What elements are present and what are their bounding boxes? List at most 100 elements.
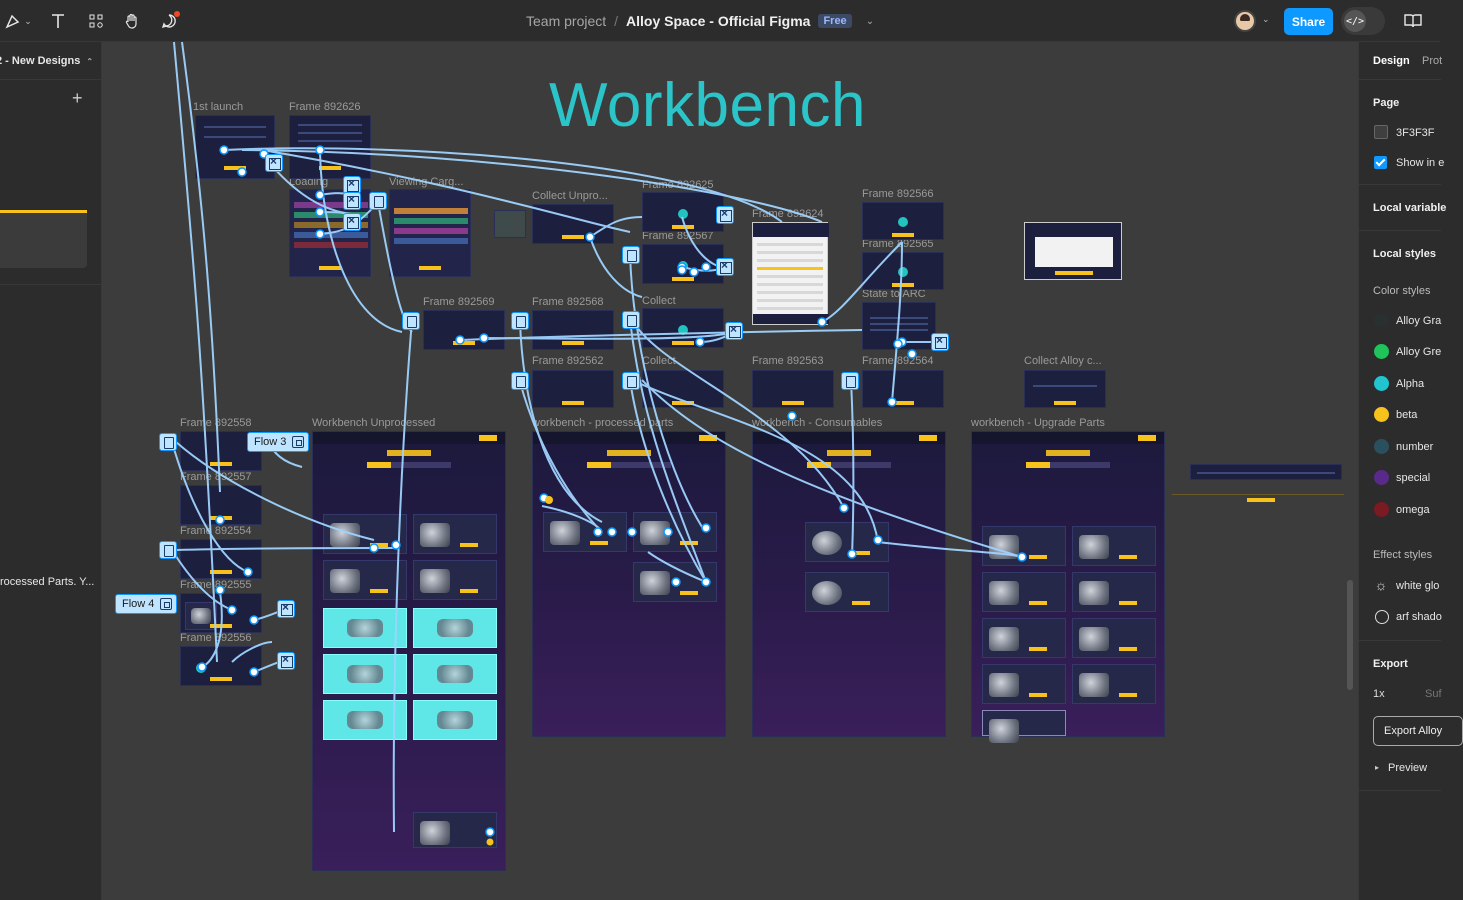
frame-label[interactable]: State to ARC <box>862 288 926 300</box>
selected-page-item[interactable] <box>0 210 87 268</box>
file-name[interactable]: Alloy Space - Official Figma <box>626 13 811 29</box>
show-in-exports-checkbox[interactable] <box>1374 156 1387 169</box>
dev-mode-toggle[interactable]: </> <box>1341 7 1385 35</box>
chevron-down-icon[interactable]: ⌄ <box>1262 14 1270 24</box>
frame-label[interactable]: Frame 892565 <box>862 238 934 250</box>
frame-thumbnail[interactable] <box>642 192 724 232</box>
color-style-swatch[interactable] <box>1374 470 1389 485</box>
hand-tool-button[interactable] <box>118 7 146 35</box>
frame-label[interactable]: 1st launch <box>193 101 244 113</box>
interaction-icon[interactable] <box>622 246 640 264</box>
interaction-icon[interactable] <box>159 541 177 559</box>
close-overlay-icon[interactable] <box>265 154 283 172</box>
frame-label[interactable]: Frame 892554 <box>180 525 252 537</box>
interaction-icon[interactable] <box>841 372 859 390</box>
effect-style-name[interactable]: white glo <box>1396 580 1440 592</box>
effect-style-name[interactable]: arf shado <box>1396 611 1442 623</box>
color-style-name[interactable]: special <box>1396 472 1431 484</box>
close-overlay-icon[interactable] <box>343 192 361 210</box>
interaction-icon[interactable] <box>159 433 177 451</box>
frame-thumbnail[interactable] <box>862 252 944 290</box>
frame-label[interactable]: Frame 892562 <box>532 355 604 367</box>
interaction-icon[interactable] <box>511 372 529 390</box>
frame-thumbnail[interactable] <box>389 189 471 277</box>
frame-label[interactable]: Frame 892563 <box>752 355 824 367</box>
frame-thumbnail[interactable] <box>862 370 944 408</box>
color-style-swatch[interactable] <box>1374 439 1389 454</box>
interaction-icon[interactable] <box>511 312 529 330</box>
frame-label[interactable]: workbench - Consumables <box>752 417 883 429</box>
frame-thumbnail[interactable] <box>642 244 724 284</box>
page-color-swatch[interactable] <box>1374 125 1388 139</box>
color-style-swatch[interactable] <box>1374 344 1389 359</box>
frame-thumbnail[interactable] <box>1190 464 1342 480</box>
local-variables-button[interactable]: Local variable <box>1373 202 1447 214</box>
frame-thumbnail[interactable] <box>195 115 275 179</box>
frame-label[interactable]: Frame 892625 <box>642 179 714 191</box>
workbench-unprocessed-screen[interactable] <box>312 431 506 871</box>
color-style-name[interactable]: Alloy Gra <box>1396 315 1442 327</box>
design-canvas[interactable]: Workbench 1st launch Frame 892626 Loadin… <box>102 41 1358 900</box>
team-link[interactable]: Team project <box>526 13 607 29</box>
close-overlay-icon[interactable] <box>277 600 295 618</box>
frame-label[interactable]: Collect Unpro... <box>532 190 608 202</box>
frame-label[interactable]: workbench - Upgrade Parts <box>971 417 1105 429</box>
frame-thumbnail[interactable] <box>494 210 526 238</box>
close-overlay-icon[interactable] <box>716 206 734 224</box>
frame-label[interactable]: Collect Alloy c... <box>1024 355 1102 367</box>
color-style-swatch[interactable] <box>1374 502 1389 517</box>
color-style-swatch[interactable] <box>1374 407 1389 422</box>
frame-label[interactable]: Frame 892566 <box>862 188 934 200</box>
frame-label[interactable]: Frame 892557 <box>180 471 252 483</box>
close-overlay-icon[interactable] <box>716 258 734 276</box>
frame-thumbnail[interactable] <box>1024 222 1122 280</box>
move-tool-button[interactable]: ⌄ <box>4 7 32 35</box>
tab-prototype[interactable]: Prot <box>1422 55 1443 67</box>
page-color-value[interactable]: 3F3F3F <box>1396 127 1435 139</box>
layer-item[interactable]: rocessed Parts. Y... <box>0 576 95 588</box>
workbench-upgrade-parts-screen[interactable] <box>971 431 1165 743</box>
frame-thumbnail[interactable] <box>1024 370 1106 408</box>
component-tool-button[interactable] <box>82 7 110 35</box>
export-scale-select[interactable]: 1x <box>1373 688 1385 700</box>
text-tool-button[interactable] <box>44 7 72 35</box>
close-overlay-icon[interactable] <box>725 322 743 340</box>
tab-design[interactable]: Design <box>1373 55 1410 67</box>
frame-label[interactable]: Frame 892558 <box>180 417 252 429</box>
close-overlay-icon[interactable] <box>931 333 949 351</box>
interaction-icon[interactable] <box>622 372 640 390</box>
frame-label[interactable]: Frame 892624 <box>752 208 824 220</box>
frame-thumbnail[interactable] <box>862 202 944 240</box>
interaction-icon[interactable] <box>369 192 387 210</box>
canvas-scrollbar[interactable] <box>1347 580 1353 690</box>
export-button[interactable]: Export Alloy <box>1373 716 1463 746</box>
interaction-icon[interactable] <box>622 311 640 329</box>
color-style-name[interactable]: beta <box>1396 409 1418 421</box>
frame-label[interactable]: Frame 892564 <box>862 355 934 367</box>
color-style-name[interactable]: omega <box>1396 504 1430 516</box>
frame-thumbnail[interactable] <box>532 310 614 350</box>
interaction-icon[interactable] <box>402 312 420 330</box>
color-style-name[interactable]: number <box>1396 441 1434 453</box>
frame-label[interactable]: Frame 892567 <box>642 230 714 242</box>
page-selector[interactable]: 2 - New Designs ⌃ <box>0 42 102 80</box>
frame-label[interactable]: Collect <box>642 355 676 367</box>
color-style-swatch[interactable] <box>1374 313 1389 328</box>
frame-label[interactable]: Collect <box>642 295 676 307</box>
close-overlay-icon[interactable] <box>277 652 295 670</box>
flow-4-chip[interactable]: Flow 4 <box>115 594 178 614</box>
frame-label[interactable]: Frame 892555 <box>180 579 252 591</box>
avatar[interactable] <box>1234 10 1256 32</box>
add-page-icon[interactable]: + <box>72 88 83 108</box>
preview-toggle[interactable]: Preview <box>1388 762 1428 774</box>
frame-label[interactable]: Frame 892569 <box>423 296 495 308</box>
frame-thumbnail[interactable] <box>532 370 614 408</box>
frame-label[interactable]: Loading <box>289 176 329 188</box>
flow-3-chip[interactable]: Flow 3 <box>247 432 310 452</box>
frame-label[interactable]: Frame 892626 <box>289 101 361 113</box>
frame-thumbnail[interactable] <box>423 310 505 350</box>
export-suffix-input[interactable]: Suf <box>1425 688 1442 700</box>
share-button[interactable]: Share <box>1284 8 1333 35</box>
frame-thumbnail[interactable] <box>752 222 829 325</box>
chevron-down-icon[interactable]: ⌄ <box>865 15 875 27</box>
